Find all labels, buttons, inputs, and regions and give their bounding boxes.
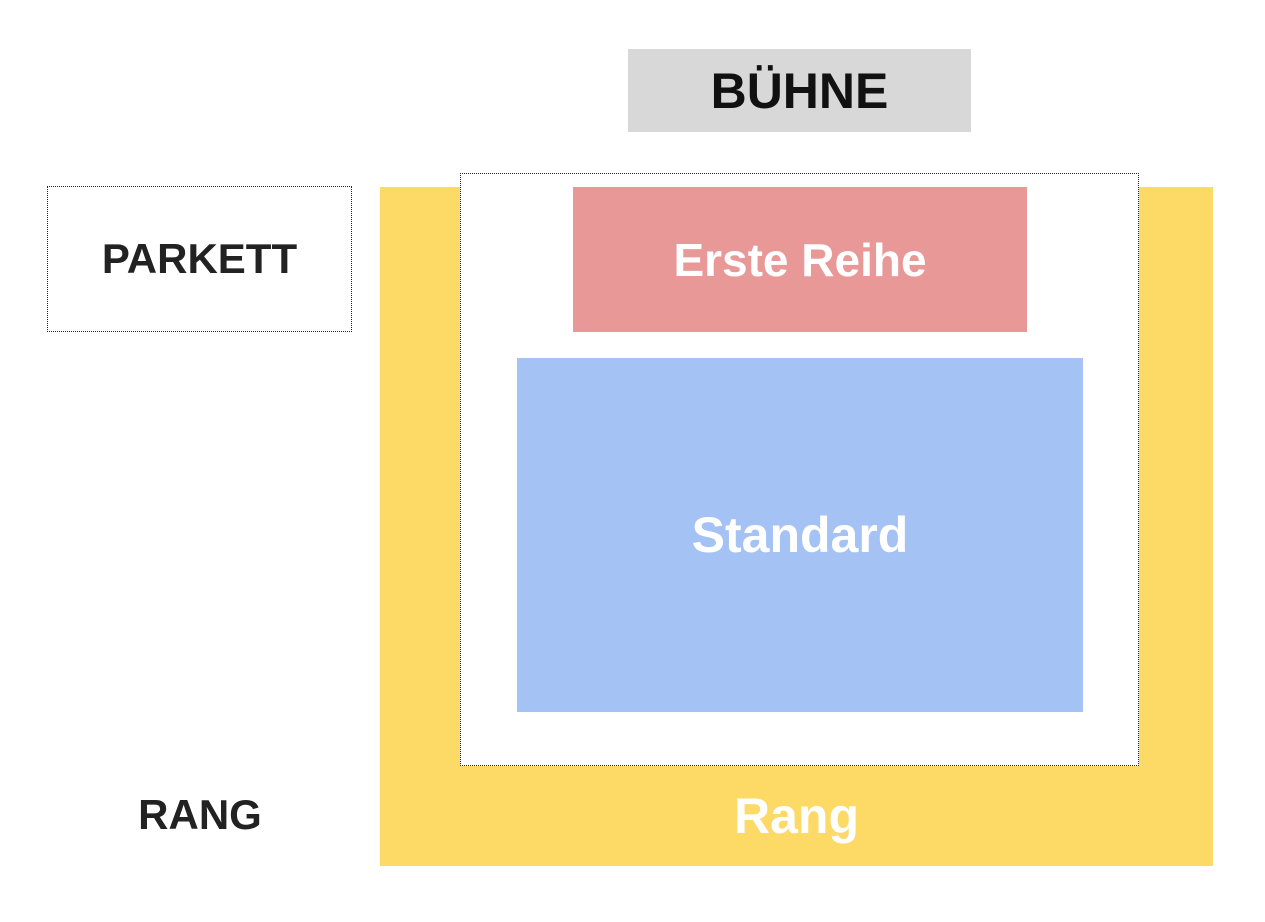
rang-section-label-area: Rang xyxy=(380,766,1213,866)
erste-reihe-section[interactable]: Erste Reihe xyxy=(573,187,1027,332)
stage-label: BÜHNE xyxy=(710,62,889,119)
rang-section-label: Rang xyxy=(734,788,859,844)
standard-label: Standard xyxy=(691,507,909,563)
erste-reihe-label: Erste Reihe xyxy=(673,233,927,286)
parkett-legend-label: PARKETT xyxy=(101,235,298,282)
rang-legend: RANG xyxy=(100,785,300,845)
stage-block: BÜHNE xyxy=(628,49,971,132)
rang-legend-label: RANG xyxy=(138,791,262,838)
standard-section[interactable]: Standard xyxy=(517,358,1083,712)
parkett-legend-box: PARKETT xyxy=(47,186,352,332)
